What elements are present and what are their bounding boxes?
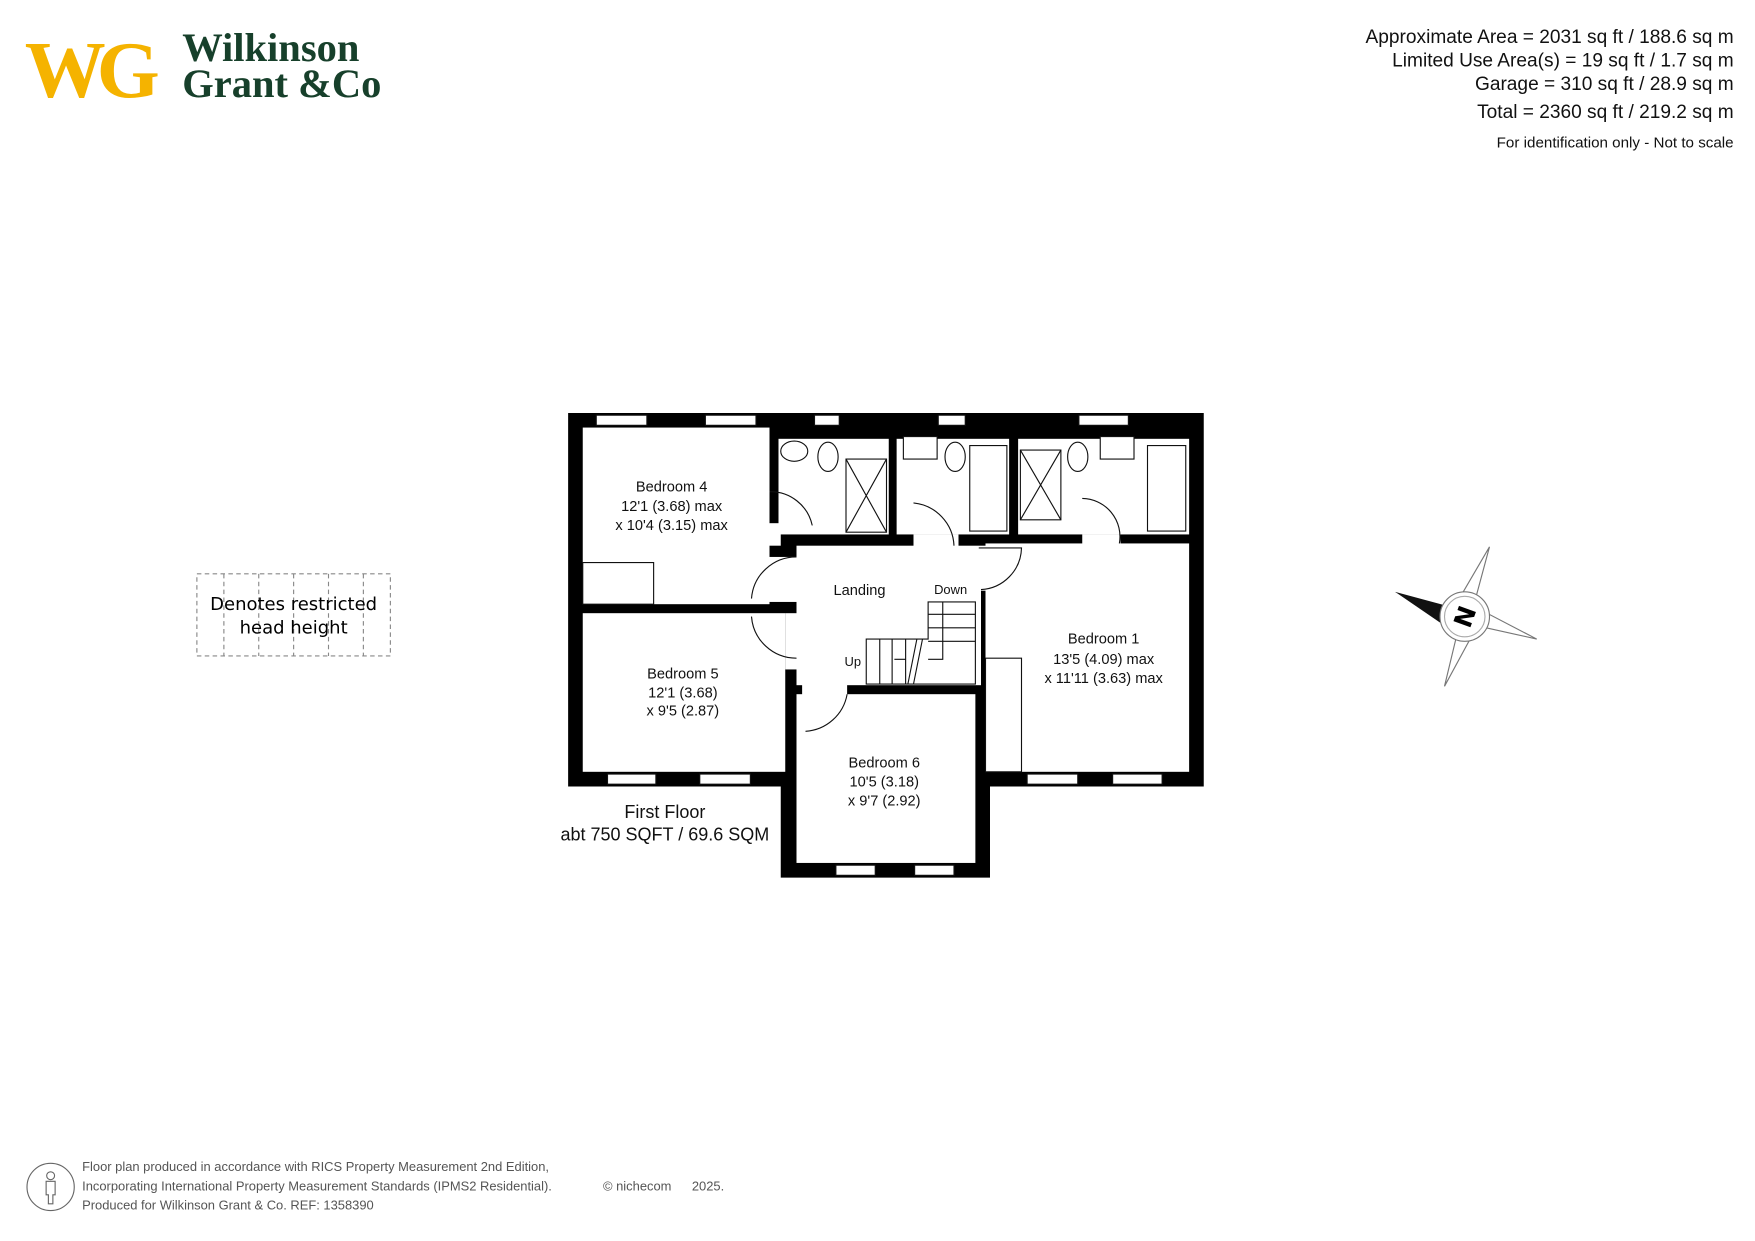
rooms-landing: Landing <box>834 583 886 599</box>
rooms-bedroom4-1: 12'1 (3.68) max <box>621 499 723 515</box>
rooms-bedroom6-1: 10'5 (3.18) <box>850 774 919 790</box>
rooms-bedroom5-1: 12'1 (3.68) <box>648 686 717 702</box>
company-logo: WG Wilkinson Grant &Co <box>25 25 382 115</box>
door-swings <box>750 491 1121 732</box>
windows <box>595 414 1163 876</box>
compass-icon: N <box>1395 546 1538 687</box>
floor-name: First Floor <box>624 802 705 822</box>
limited-use-area: Limited Use Area(s) = 19 sq ft / 1.7 sq … <box>1392 50 1733 71</box>
rooms-bedroom4-0: Bedroom 4 <box>636 480 707 496</box>
rooms-bedroom5-2: x 9'5 (2.87) <box>647 704 720 720</box>
legend-line2: head height <box>240 617 348 638</box>
room-labels: Bedroom 4 12'1 (3.68) max x 10'4 (3.15) … <box>615 480 1163 810</box>
logo-line2: Grant <box>182 61 288 106</box>
logo-line2: Grant &Co <box>182 61 381 106</box>
bedroom6-area <box>796 694 976 863</box>
footer-line3: Produced for Wilkinson Grant & Co. REF: … <box>82 1197 374 1212</box>
rooms-bedroom4-2: x 10'4 (3.15) max <box>615 518 728 534</box>
bedroom5-area <box>582 613 786 772</box>
rooms-up: Up <box>844 654 861 669</box>
legend-line1: Denotes restricted <box>210 594 377 615</box>
footer-year: 2025. <box>692 1178 724 1193</box>
logo-line1: Wilkinson <box>182 25 359 70</box>
rooms-bedroom6-0: Bedroom 6 <box>849 755 920 771</box>
logo-mark: WG <box>25 25 158 115</box>
staircase <box>865 601 976 685</box>
rooms-bedroom1-2: x 11'11 (3.63) max <box>1044 671 1163 687</box>
rooms-bedroom1-0: Bedroom 1 <box>1068 632 1139 648</box>
footer: Floor plan produced in accordance with R… <box>26 1159 724 1212</box>
restricted-height-legend: Denotes restricted head height <box>196 573 391 657</box>
area-summary: Approximate Area = 2031 sq ft / 188.6 sq… <box>1366 27 1734 152</box>
total-area: Total = 2360 sq ft / 219.2 sq m <box>1477 102 1734 123</box>
fixtures <box>780 436 1187 773</box>
garage-area: Garage = 310 sq ft / 28.9 sq m <box>1475 74 1734 95</box>
disclaimer: For identification only - Not to scale <box>1497 134 1734 151</box>
approximate-area: Approximate Area = 2031 sq ft / 188.6 sq… <box>1366 27 1734 48</box>
footer-line2: Incorporating International Property Mea… <box>82 1178 552 1193</box>
floor-area: abt 750 SQFT / 69.6 SQM <box>560 824 769 844</box>
person-icon <box>26 1162 75 1212</box>
rooms-down: Down <box>934 582 967 597</box>
footer-copyright: © nichecom <box>603 1178 671 1193</box>
rooms-bedroom5-0: Bedroom 5 <box>647 666 718 682</box>
logo-line2b: &Co <box>298 61 381 106</box>
footer-line1: Floor plan produced in accordance with R… <box>82 1159 549 1174</box>
first-floor-plan: Bedroom 4 12'1 (3.68) max x 10'4 (3.15) … <box>560 412 1204 878</box>
rooms-bedroom1-1: 13'5 (4.09) max <box>1053 652 1155 668</box>
rooms-bedroom6-2: x 9'7 (2.92) <box>848 794 921 810</box>
